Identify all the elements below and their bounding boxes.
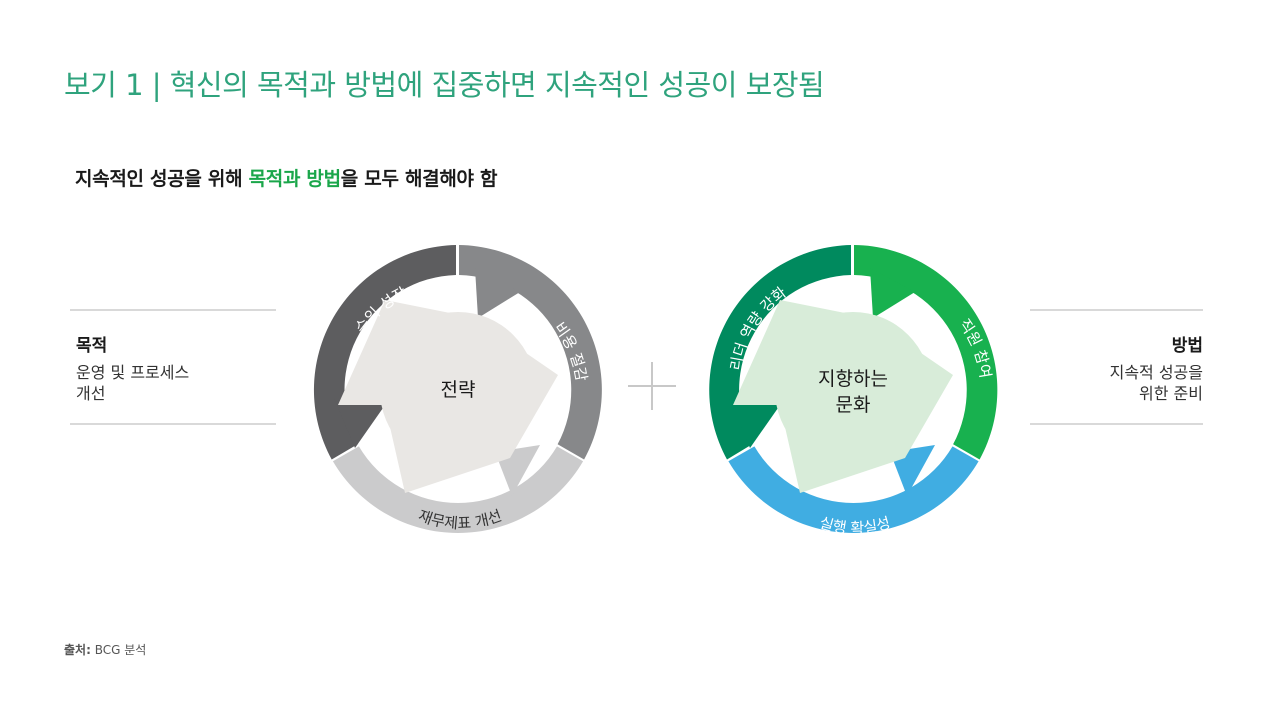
- culture-cycle: 지향하는 문화 리더 역량 강화 직원 참여 실행 확실성: [709, 245, 998, 538]
- purpose-line-1: 운영 및 프로세스: [76, 363, 190, 382]
- subtitle-prefix: 지속적인 성공을 위해: [75, 168, 249, 190]
- cycle-diagrams: 전략 수익 성장 비용 절감 재무제표 개선 지향하는 문화 리더 역량 강화 …: [313, 245, 998, 538]
- cycle-segment-execution: [728, 446, 979, 533]
- purpose-panel: 목적 운영 및 프로세스 개선: [70, 309, 276, 425]
- cycle-arrowhead: [729, 398, 785, 448]
- method-line-1: 지속적 성공을: [1109, 363, 1203, 382]
- purpose-heading: 목적: [76, 336, 108, 356]
- method-panel: 방법 지속적 성공을 위한 준비: [1030, 309, 1203, 425]
- cycle-segment-leadership: [709, 245, 851, 460]
- cycle-center-disc: [380, 312, 536, 468]
- method-description: 지속적 성공을 위한 준비: [1030, 362, 1203, 404]
- purpose-description: 운영 및 프로세스 개선: [70, 362, 276, 404]
- subtitle: 지속적인 성공을 위해 목적과 방법을 모두 해결해야 함: [75, 164, 497, 191]
- method-heading: 방법: [1171, 336, 1203, 356]
- cycle-arrowhead: [334, 398, 390, 448]
- cycle-segment-cost: [459, 245, 602, 460]
- cycle-center-disc: [775, 312, 931, 468]
- cycle-segment-financials: [332, 446, 584, 533]
- source-note: 출처: BCG 분석: [64, 641, 146, 658]
- source-label: 출처:: [64, 643, 91, 657]
- culture-center-label-line-1: 지향하는: [818, 368, 888, 390]
- cycle-segment-revenue: [313, 245, 456, 460]
- strategy-center-label: 전략: [441, 379, 476, 401]
- plus-icon: [628, 362, 676, 410]
- cycle-arrowhead: [475, 268, 520, 318]
- subtitle-highlight: 목적과 방법: [248, 168, 342, 190]
- subtitle-suffix: 을 모두 해결해야 함: [340, 168, 498, 190]
- cycle-arrowhead: [870, 268, 915, 318]
- purpose-line-2: 개선: [76, 384, 106, 403]
- page-title: 보기 1 | 혁신의 목적과 방법에 집중하면 지속적인 성공이 보장됨: [64, 68, 825, 102]
- method-line-2: 위한 준비: [1139, 384, 1203, 403]
- segment-label-execution: 실행 확실성: [818, 514, 893, 538]
- source-text: BCG 분석: [94, 643, 147, 657]
- cycle-segment-engagement: [854, 245, 998, 460]
- culture-center-label-line-2: 문화: [836, 394, 871, 416]
- strategy-cycle: 전략 수익 성장 비용 절감 재무제표 개선: [313, 245, 602, 533]
